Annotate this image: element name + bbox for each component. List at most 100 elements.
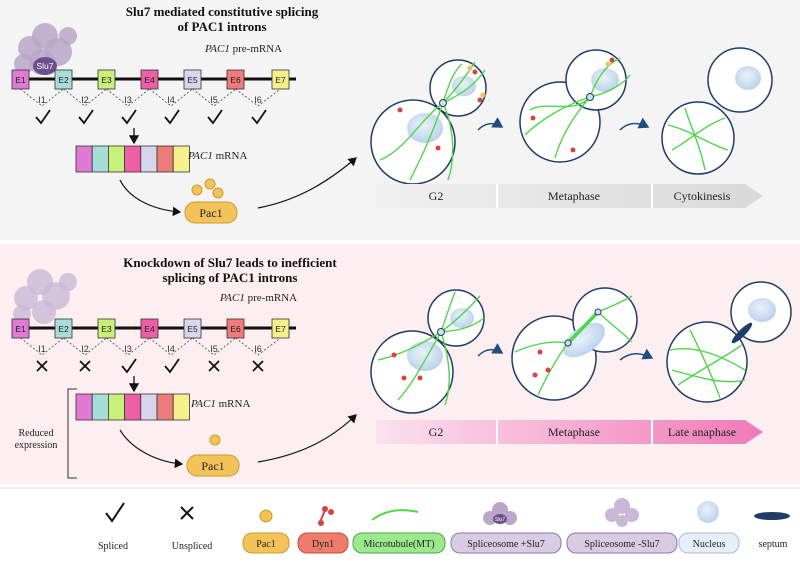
normal-cell-cytokinesis	[661, 47, 773, 175]
nucleus-icon	[591, 68, 619, 92]
knockdown-exon-e3: E3	[97, 318, 116, 339]
knockdown-title-line2: splicing of PAC1 introns	[163, 270, 298, 285]
spliceosome-minus-slu7	[13, 269, 77, 324]
septum-mark	[731, 322, 753, 344]
normal-pac1-protein	[184, 201, 238, 224]
normal-phase-1: Metaphase	[548, 189, 600, 203]
normal-premrna-label: PAC1 pre-mRNA	[204, 43, 282, 55]
normal-phase-arrow-2	[619, 117, 650, 131]
knockdown-mrna-label: PAC1 mRNA	[190, 398, 250, 410]
normal-title-line1: Slu7 mediated constitutive splicing	[126, 4, 319, 19]
knockdown-exon-e5: E5	[183, 318, 202, 339]
knockdown-cell-g2	[370, 289, 485, 414]
legend-septum: septum	[759, 539, 788, 550]
knockdown-mrna-segment	[91, 393, 109, 421]
check-icon	[78, 109, 94, 125]
knockdown-exon-e2: E2	[54, 318, 73, 339]
normal-title-line2: of PAC1 introns	[177, 19, 266, 34]
knockdown-cell-late-anaphase	[666, 281, 792, 403]
check-icon	[105, 502, 125, 523]
normal-mrna-segment	[91, 145, 109, 173]
normal-intron-label: I4	[167, 95, 175, 105]
knockdown-intron-i5: I5	[192, 337, 236, 372]
normal-cell-g2	[370, 59, 487, 185]
pac1-icon	[259, 509, 273, 523]
reduced-line1: Reduced	[19, 428, 54, 439]
normal-exon-label: E1	[15, 75, 26, 85]
normal-mrna-segment	[108, 145, 126, 173]
cross-icon	[79, 360, 91, 372]
knockdown-panel: Knockdown of Slu7 leads to inefficient s…	[11, 255, 792, 479]
normal-exon-e6: E6	[226, 69, 245, 90]
knockdown-pac1-protein	[186, 454, 240, 477]
check-icon	[35, 109, 51, 125]
normal-mrna	[75, 145, 190, 173]
knockdown-mrna-segment	[172, 393, 190, 421]
knockdown-intron-label: I3	[124, 344, 132, 354]
knockdown-mrna-segment	[108, 393, 126, 421]
knockdown-intron-i6: I6	[235, 337, 281, 372]
knockdown-exon-e7: E7	[271, 318, 290, 339]
normal-exon-e3: E3	[97, 69, 116, 90]
cross-icon	[208, 360, 220, 372]
knockdown-exon-e1: E1	[11, 318, 30, 339]
knockdown-title-line1: Knockdown of Slu7 leads to inefficient	[123, 255, 337, 270]
check-icon	[251, 109, 267, 125]
knockdown-exon-label: E3	[101, 324, 112, 334]
septum-icon	[754, 512, 790, 520]
normal-intron-label: I6	[254, 95, 262, 105]
knockdown-intron-i1: I1	[20, 337, 64, 372]
knockdown-intron-label: I6	[254, 344, 262, 354]
legend-nucleus: Nucleus	[693, 539, 726, 550]
normal-mrna-segment	[124, 145, 142, 173]
knockdown-exon-label: E2	[58, 324, 69, 334]
nucleus-icon	[562, 322, 606, 358]
nucleus-icon	[735, 66, 761, 90]
cross-icon	[180, 506, 194, 520]
knockdown-cell-metaphase	[511, 287, 638, 401]
normal-mrna-segment	[156, 145, 174, 173]
reduced-bracket	[67, 388, 77, 479]
knockdown-phase-arrow-2	[619, 348, 654, 361]
legend-unspliced: Unspliced	[172, 541, 213, 552]
knockdown-phase-arrow-1	[477, 343, 504, 357]
knockdown-intron-i2: I2	[63, 337, 107, 372]
normal-exon-e2: E2	[54, 69, 73, 90]
normal-intron-label: I5	[210, 95, 218, 105]
knockdown-translation-arrow	[119, 429, 184, 469]
normal-mrna-segment	[75, 145, 93, 173]
nucleus-legend-icon	[697, 501, 719, 523]
normal-panel: Slu7 mediated constitutive splicing of P…	[11, 4, 773, 224]
knockdown-exon-label: E1	[15, 324, 26, 334]
knockdown-mrna-segment	[140, 393, 158, 421]
normal-phase-2: Cytokinesis	[674, 189, 731, 203]
normal-intron-i1: I1	[20, 88, 64, 125]
normal-mrna-segment	[140, 145, 158, 173]
spliceosome-plus-icon: Slu7	[483, 502, 517, 525]
knockdown-phase-1: Metaphase	[548, 425, 600, 439]
knockdown-mrna-segment	[156, 393, 174, 421]
spliceosome-minus-icon	[605, 498, 639, 527]
legend-microtubule: Microtubule(MT)	[363, 539, 434, 550]
legend: Spliced Unspliced Pac1 Dyn1 Microtubule(…	[0, 487, 800, 554]
normal-intron-label: I2	[81, 95, 89, 105]
legend-pac1: Pac1	[256, 539, 275, 550]
knockdown-intron-label: I4	[167, 344, 175, 354]
dyn1-icon	[318, 506, 334, 526]
normal-cell-metaphase	[519, 49, 631, 163]
knockdown-mrna	[75, 393, 190, 421]
normal-exon-label: E5	[187, 75, 198, 85]
check-icon	[121, 109, 137, 125]
normal-exon-e1: E1	[11, 69, 30, 90]
check-icon	[164, 358, 180, 374]
nucleus-icon	[407, 113, 443, 143]
knockdown-premrna-label: PAC1 pre-mRNA	[219, 292, 297, 304]
normal-pac1-label: Pac1	[199, 206, 222, 220]
knockdown-exon-label: E5	[187, 324, 198, 334]
normal-mrna-label: PAC1 mRNA	[187, 150, 247, 162]
